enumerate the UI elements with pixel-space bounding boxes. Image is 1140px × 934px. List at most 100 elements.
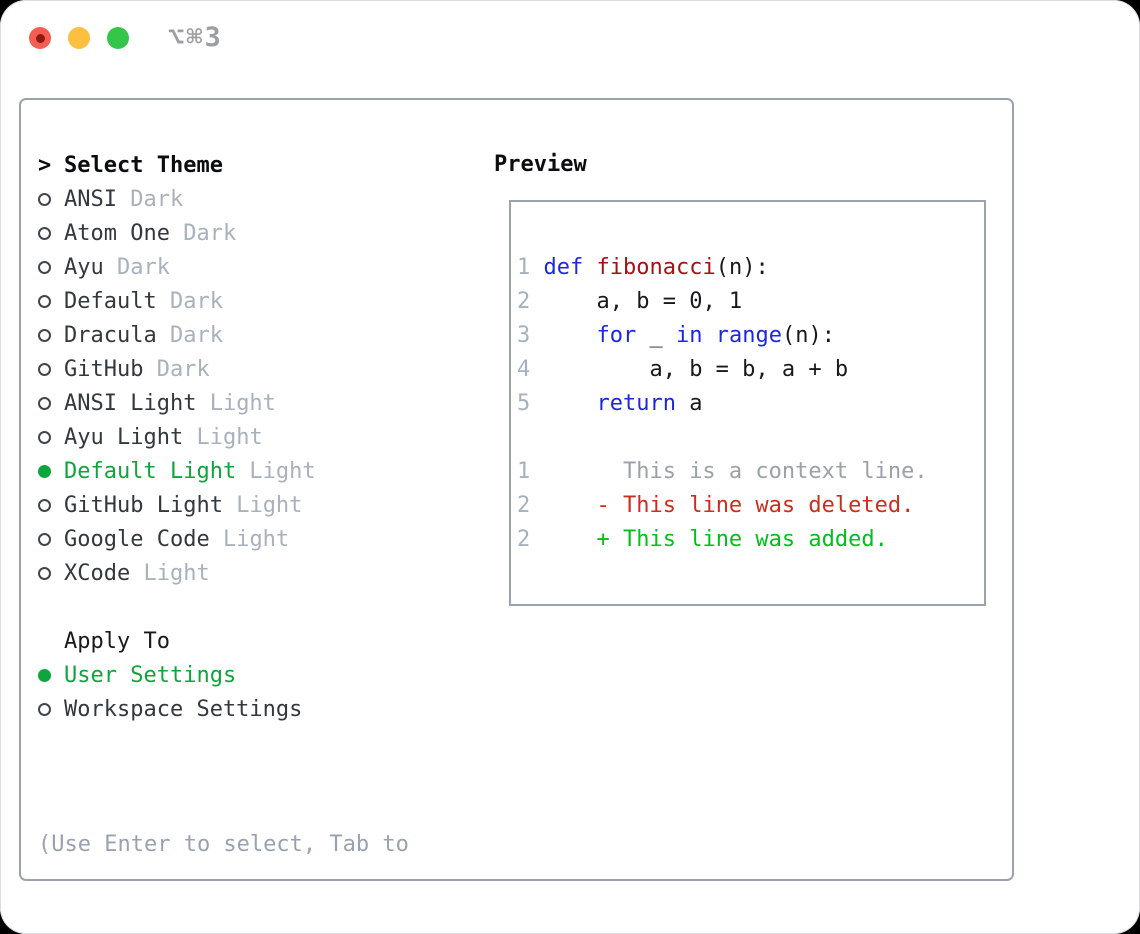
code-line: 1 def fibonacci(n): xyxy=(517,251,928,285)
line-number: 2 xyxy=(517,289,544,314)
help-text: (Use Enter to select, Tab to change focu… xyxy=(38,760,409,934)
option-label: User Settings xyxy=(64,662,237,688)
option-label: ANSI xyxy=(64,186,117,212)
apply-to-header: Apply To xyxy=(38,624,302,658)
plain-token xyxy=(583,255,596,280)
radio-selected-icon xyxy=(38,464,64,478)
theme-option-ansi[interactable]: ANSI Dark xyxy=(38,182,316,216)
close-button[interactable] xyxy=(29,27,51,49)
theme-list-header: > Select Theme xyxy=(38,148,316,182)
apply-to-title: Apply To xyxy=(64,628,170,654)
window-title: ⌥⌘3 xyxy=(168,22,223,53)
theme-option-google-code[interactable]: Google Code Light xyxy=(38,522,316,556)
apply-option-user-settings[interactable]: User Settings xyxy=(38,658,302,692)
line-number: 5 xyxy=(517,391,544,416)
radio-unselected-icon xyxy=(38,192,64,206)
plain-token xyxy=(530,527,596,552)
radio-unselected-icon xyxy=(38,226,64,240)
plain-token: (n): xyxy=(715,255,769,280)
code-line: 5 return a xyxy=(517,387,928,421)
keyword-token: for xyxy=(596,323,637,348)
code-line: 2 a, b = 0, 1 xyxy=(517,285,928,319)
diff-line: 1 This is a context line. xyxy=(517,455,928,489)
line-number: 1 xyxy=(517,459,531,484)
diff-line: 2 - This line was deleted. xyxy=(517,489,928,523)
keyword-token: return xyxy=(596,391,676,416)
theme-variant-label: Light xyxy=(183,424,263,450)
line-number: 2 xyxy=(517,493,531,518)
theme-option-github-light[interactable]: GitHub Light Light xyxy=(38,488,316,522)
theme-variant-label: Dark xyxy=(156,322,223,348)
code-line: 3 for _ in range(n): xyxy=(517,319,928,353)
plain-token: (n): xyxy=(781,323,835,348)
radio-unselected-icon xyxy=(38,396,64,410)
zoom-button[interactable] xyxy=(107,27,129,49)
theme-variant-label: Light xyxy=(222,492,303,518)
theme-option-ansi-light[interactable]: ANSI Light Light xyxy=(38,386,316,420)
theme-variant-label: Light xyxy=(236,458,316,484)
theme-variant-label: Light xyxy=(196,390,276,416)
theme-option-ayu-light[interactable]: Ayu Light Light xyxy=(38,420,316,454)
help-text-line: change focus) xyxy=(38,930,409,934)
radio-unselected-icon xyxy=(38,566,64,580)
radio-unselected-icon xyxy=(38,532,64,546)
radio-selected-icon xyxy=(38,668,64,682)
theme-option-ayu[interactable]: Ayu Dark xyxy=(38,250,316,284)
radio-unselected-icon xyxy=(38,294,64,308)
radio-unselected-icon xyxy=(38,498,64,512)
plain-token: _ xyxy=(636,323,676,348)
function-token: fibonacci xyxy=(596,255,716,280)
option-label: Google Code xyxy=(64,526,210,552)
theme-option-github[interactable]: GitHub Dark xyxy=(38,352,316,386)
theme-variant-label: Light xyxy=(209,526,290,552)
plain-token xyxy=(530,493,596,518)
theme-variant-label: Dark xyxy=(143,356,210,382)
option-label: Default Light xyxy=(64,458,237,484)
apply-option-workspace-settings[interactable]: Workspace Settings xyxy=(38,692,302,726)
option-label: XCode xyxy=(64,560,131,586)
line-number: 1 xyxy=(517,255,544,280)
selection-prompt-marker: > xyxy=(38,153,64,178)
keyword-token: in xyxy=(675,323,703,348)
theme-option-xcode[interactable]: XCode Light xyxy=(38,556,316,590)
plain-token xyxy=(544,323,597,348)
line-number: 3 xyxy=(517,323,544,348)
option-label: Ayu Light xyxy=(64,424,184,450)
deleted-token: - This line was deleted. xyxy=(596,493,915,518)
theme-list-title: Select Theme xyxy=(64,152,223,178)
plain-token: a xyxy=(675,391,703,416)
theme-option-atom-one[interactable]: Atom One Dark xyxy=(38,216,316,250)
option-label: Atom One xyxy=(64,220,170,246)
option-label: ANSI Light xyxy=(64,390,197,416)
radio-unselected-icon xyxy=(38,362,64,376)
line-number: 4 xyxy=(517,357,544,382)
radio-unselected-icon xyxy=(38,702,64,716)
code-line: 4 a, b = b, a + b xyxy=(517,353,928,387)
preview-title: Preview xyxy=(494,152,587,177)
minimize-button[interactable] xyxy=(68,27,90,49)
theme-option-default-light[interactable]: Default Light Light xyxy=(38,454,316,488)
option-label: Ayu xyxy=(64,254,104,280)
theme-option-dracula[interactable]: Dracula Dark xyxy=(38,318,316,352)
option-label: GitHub Light xyxy=(64,492,223,518)
plain-token: a, b = 0, 1 xyxy=(543,289,743,314)
radio-unselected-icon xyxy=(38,328,64,342)
plain-token: a, b = b, a + b xyxy=(543,357,849,382)
theme-variant-label: Dark xyxy=(156,288,223,314)
added-token: + This line was added. xyxy=(596,527,888,552)
blank-line xyxy=(517,421,928,455)
theme-option-default[interactable]: Default Dark xyxy=(38,284,316,318)
option-label: Dracula xyxy=(64,322,157,348)
plain-token xyxy=(702,323,715,348)
theme-variant-label: Dark xyxy=(116,186,184,212)
option-label: Default xyxy=(64,288,157,314)
theme-variant-label: Light xyxy=(130,560,210,586)
